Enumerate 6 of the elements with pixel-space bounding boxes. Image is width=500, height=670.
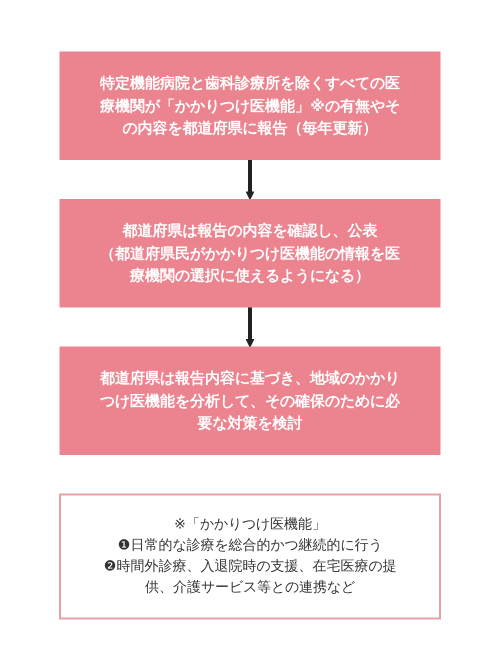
arrow <box>246 306 254 348</box>
arrow <box>246 159 254 200</box>
node-box: 都道府県は報告の内容を確認し、公表 （都道府県民がかかりつけ医機能の情報を医療機関の選択に使えるようになる） <box>60 198 440 308</box>
node-box: ※「かかりつけ医機能」 ❶日常的な診療を総合的かつ継続的に行う ❷時間外診療、入退院時の支援、在宅医療の提供、介護サービス等との連携など <box>59 493 441 620</box>
node-box: 都道府県は報告内容に基づき、地域のかかりつけ医機能を分析して、その確保のために必要な対策を検討 <box>60 346 440 455</box>
node-box: 特定機能病院と歯科診療所を除くすべての医療機関が「かかりつけ医機能」※の有無やその内容を都道府県に報告（毎年更新） <box>60 51 440 160</box>
